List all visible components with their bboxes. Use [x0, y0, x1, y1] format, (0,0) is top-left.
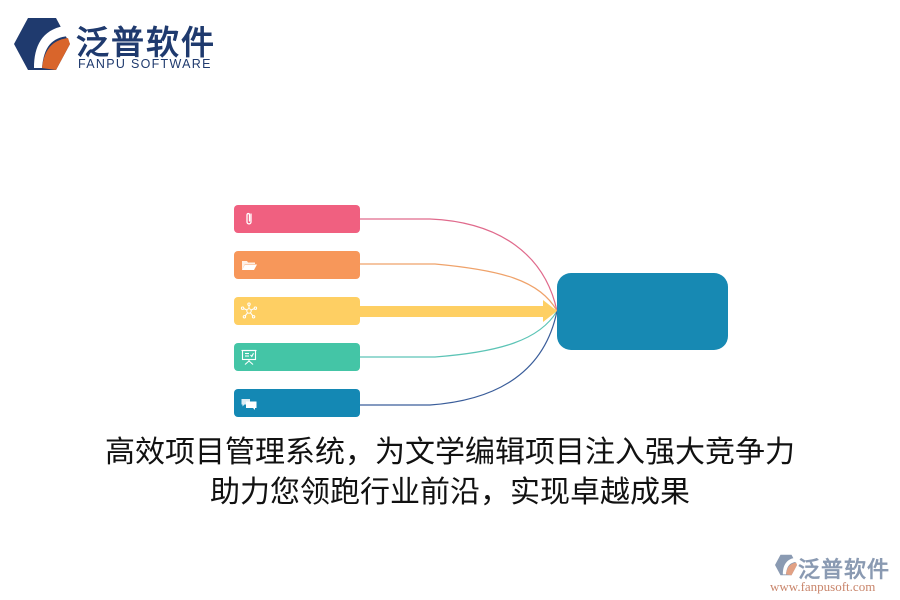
brand-name-en: FANPU SOFTWARE [78, 57, 212, 71]
watermark: 泛普软件 www.fanpusoft.com [770, 552, 895, 597]
item-bar-presentation [234, 343, 360, 371]
item-bar-attachment [234, 205, 360, 233]
caption-line-1: 高效项目管理系统，为文学编辑项目注入强大竞争力 [105, 435, 795, 470]
item-bar-chat [234, 389, 360, 417]
watermark-url: www.fanpusoft.com [770, 579, 876, 594]
brand-name-cn: 泛普软件 [76, 23, 216, 62]
item-bar-folder [234, 251, 360, 279]
paperclip-icon [246, 212, 252, 225]
network-icon [240, 302, 258, 319]
presentation-board-icon [241, 349, 257, 365]
item-bar-network [234, 297, 360, 325]
fanpu-logo-icon [14, 18, 70, 70]
chat-bubbles-icon [241, 399, 257, 410]
hub-box [557, 273, 728, 350]
watermark-name-cn: 泛普软件 [798, 558, 891, 583]
folder-icon [242, 261, 257, 270]
brand-logo: 泛普软件 FANPU SOFTWARE [12, 12, 232, 74]
watermark-logo-icon [775, 554, 797, 576]
caption: 高效项目管理系统，为文学编辑项目注入强大竞争力 助力您领跑行业前沿，实现卓越成果 [0, 433, 900, 513]
caption-line-2: 助力您领跑行业前沿，实现卓越成果 [210, 475, 690, 510]
